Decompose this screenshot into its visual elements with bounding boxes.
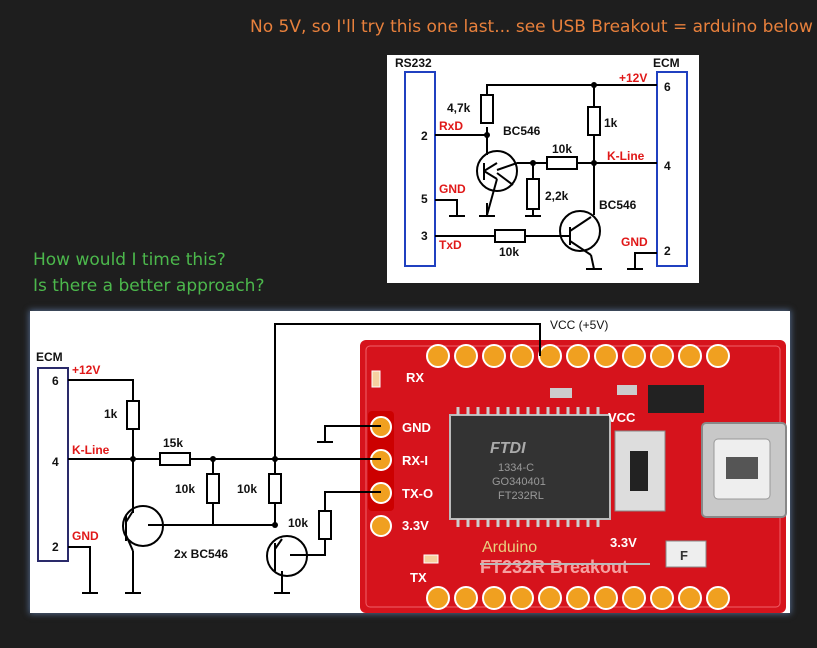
pin-number: 6 <box>664 80 671 94</box>
rs232-label: RS232 <box>395 56 432 70</box>
label-q1: BC546 <box>503 124 541 138</box>
label-transistors: 2x BC546 <box>174 547 228 561</box>
resistor-10k-b <box>268 473 282 504</box>
signal-12v: +12V <box>72 363 100 377</box>
ecm-connector <box>656 71 688 267</box>
pin-number: 2 <box>421 129 428 143</box>
rs232-connector <box>404 71 436 267</box>
smd-part <box>617 385 637 395</box>
signal-gnd-right: GND <box>621 235 648 249</box>
pin-number: 2 <box>52 540 59 554</box>
resistor-2k2 <box>526 178 540 210</box>
resistor-4k7 <box>480 94 494 124</box>
signal-kline: K-Line <box>607 149 645 163</box>
resistor-10k-tx <box>494 229 526 243</box>
ecm-label: ECM <box>653 56 680 70</box>
regulator <box>648 385 704 413</box>
jumper-f-label: F <box>680 548 688 563</box>
board-pin-rxi: RX-I <box>402 453 428 468</box>
signal-12v: +12V <box>619 71 647 85</box>
label-10k-tx: 10k <box>499 245 519 259</box>
transistor-left-symbol <box>122 505 164 547</box>
vcc-5v-label: VCC (+5V) <box>550 318 608 332</box>
ecm-connector <box>37 367 69 562</box>
board-pin-txo: TX-O <box>402 486 433 501</box>
label-10k-c: 10k <box>288 516 308 530</box>
chip-line: GO340401 <box>492 476 546 488</box>
signal-kline: K-Line <box>72 443 110 457</box>
top-pad-row <box>426 344 730 368</box>
pin-number: 4 <box>664 159 671 173</box>
label-2k2: 2,2k <box>545 189 569 203</box>
resistor-10k-c <box>318 510 332 540</box>
chip-brand: FTDI <box>490 440 526 457</box>
top-annotation: No 5V, so I'll try this one last... see … <box>250 17 813 37</box>
rx-led <box>371 370 381 388</box>
pad-3v3 <box>370 515 392 537</box>
resistor-10k-a <box>206 473 220 504</box>
label-10k-b: 10k <box>237 482 257 496</box>
label-1k: 1k <box>104 407 118 421</box>
breakout-title: FT232R Breakout <box>480 557 628 577</box>
rs232-ecm-schematic: RS232 ECM 2 5 3 6 4 2 <box>387 55 699 283</box>
board-pin-gnd: GND <box>402 420 431 435</box>
ft232rl-chip: FTDI 1334-C GO340401 FT232RL <box>449 407 611 527</box>
board-led-tx: TX <box>410 570 427 585</box>
transistor-right-symbol <box>266 535 308 577</box>
ftdi-breakout-board: GND RX-I TX-O 3.3V RX TX FTDI 13 <box>360 340 787 613</box>
smd-part <box>550 388 572 398</box>
pin-number: 6 <box>52 374 59 388</box>
label-10k-mid: 10k <box>552 142 572 156</box>
label-10k-a: 10k <box>175 482 195 496</box>
chip-line: FT232RL <box>498 490 544 502</box>
pin-number: 2 <box>664 244 671 258</box>
pin-number: 4 <box>52 455 59 469</box>
pin-number: 5 <box>421 192 428 206</box>
resistor-10k-mid <box>546 156 578 170</box>
question-timing: How would I time this? <box>33 250 226 270</box>
bottom-wiring <box>68 323 541 594</box>
resistor-15k <box>159 452 191 466</box>
bottom-pad-row <box>426 586 730 610</box>
tx-led <box>423 554 439 564</box>
board-led-rx: RX <box>406 370 424 385</box>
signal-gnd-left: GND <box>439 182 466 196</box>
jumper-f <box>665 540 707 568</box>
transistor-q1-symbol <box>476 150 518 192</box>
question-approach: Is there a better approach? <box>33 276 265 296</box>
ecm-ftdi-schematic: ECM 6 4 2 +12V K-Line GND <box>30 311 790 613</box>
board-pin-3v3: 3.3V <box>402 518 429 533</box>
label-15k: 15k <box>163 436 183 450</box>
signal-rxd: RxD <box>439 119 463 133</box>
board-3v3-right: 3.3V <box>610 535 637 550</box>
switch-slider <box>630 451 648 491</box>
ecm-label: ECM <box>36 350 63 364</box>
transistor-q2-symbol <box>559 210 601 252</box>
chip-line: 1334-C <box>498 462 534 474</box>
mini-usb-connector <box>701 422 787 518</box>
signal-txd: TxD <box>439 238 462 252</box>
pin-number: 3 <box>421 229 428 243</box>
arduino-overlay: Arduino <box>482 539 537 556</box>
resistor-1k <box>587 106 601 136</box>
label-4k7: 4,7k <box>447 101 471 115</box>
label-q2: BC546 <box>599 198 637 212</box>
resistor-1k <box>126 400 140 430</box>
label-1k: 1k <box>604 116 618 130</box>
signal-gnd: GND <box>72 529 99 543</box>
board-vcc-label: VCC <box>608 410 636 425</box>
